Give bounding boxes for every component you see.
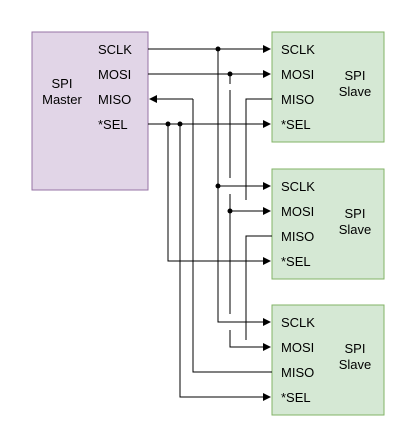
spi-slave-2: SCLK MOSI MISO *SEL SPI Slave [271, 168, 385, 280]
slave-2-title-line2: Slave [339, 222, 372, 237]
sel-wire-slave-2-vertical [167, 124, 271, 265]
sclk-wire-slave-3 [217, 186, 271, 326]
slave-2-pin-sel: *SEL [281, 254, 311, 269]
wires [148, 45, 272, 401]
slave-1-title-line1: SPI [345, 68, 366, 83]
slave-3-pin-miso: MISO [281, 365, 314, 380]
spi-slave-1: SCLK MOSI MISO *SEL SPI Slave [271, 31, 385, 143]
slave-3-box [271, 304, 385, 416]
miso-return-slave-1 [245, 98, 272, 200]
mosi-wire-slave-3 [229, 211, 270, 347]
slave-3-title-line1: SPI [345, 341, 366, 356]
master-box [31, 31, 149, 191]
slave-2-title-line1: SPI [345, 206, 366, 221]
miso-return-slave-3 [192, 99, 272, 373]
junction-mosi-2 [227, 208, 233, 214]
junction-sclk-2 [215, 183, 221, 189]
slave-2-pin-mosi: MOSI [281, 204, 314, 219]
slave-2-pin-miso: MISO [281, 229, 314, 244]
junction-sclk-1 [215, 46, 221, 52]
master-pin-miso: MISO [98, 92, 131, 107]
spi-slave-3: SCLK MOSI MISO *SEL SPI Slave [271, 304, 385, 416]
slave-1-pin-miso: MISO [281, 92, 314, 107]
spi-master: SPI Master SCLK MOSI MISO *SEL [31, 31, 149, 191]
junction-sel-2 [177, 121, 183, 127]
junction-sel-1 [165, 121, 171, 127]
master-title-line1: SPI [52, 76, 73, 91]
slave-3-pin-sclk: SCLK [281, 315, 315, 330]
junction-mosi-1 [227, 71, 233, 77]
mosi-wire-slave-2 [229, 74, 270, 211]
master-pin-mosi: MOSI [98, 67, 131, 82]
slave-1-pin-sel: *SEL [281, 117, 311, 132]
slave-1-title-line2: Slave [339, 84, 372, 99]
slave-2-pin-sclk: SCLK [281, 179, 315, 194]
slave-2-box [271, 168, 385, 280]
slave-1-pin-sclk: SCLK [281, 42, 315, 57]
sel-wire-slave-3 [179, 124, 271, 401]
slave-1-pin-mosi: MOSI [281, 67, 314, 82]
junctions [165, 46, 233, 214]
slave-3-title-line2: Slave [339, 357, 372, 372]
miso-return-slave-2 [245, 235, 272, 340]
master-title-line2: Master [42, 92, 82, 107]
sclk-wire-slave-2 [217, 49, 271, 190]
master-pin-sel: *SEL [98, 117, 128, 132]
master-pin-sclk: SCLK [98, 42, 132, 57]
slave-3-pin-mosi: MOSI [281, 340, 314, 355]
slave-1-box [271, 31, 385, 143]
slave-3-pin-sel: *SEL [281, 390, 311, 405]
